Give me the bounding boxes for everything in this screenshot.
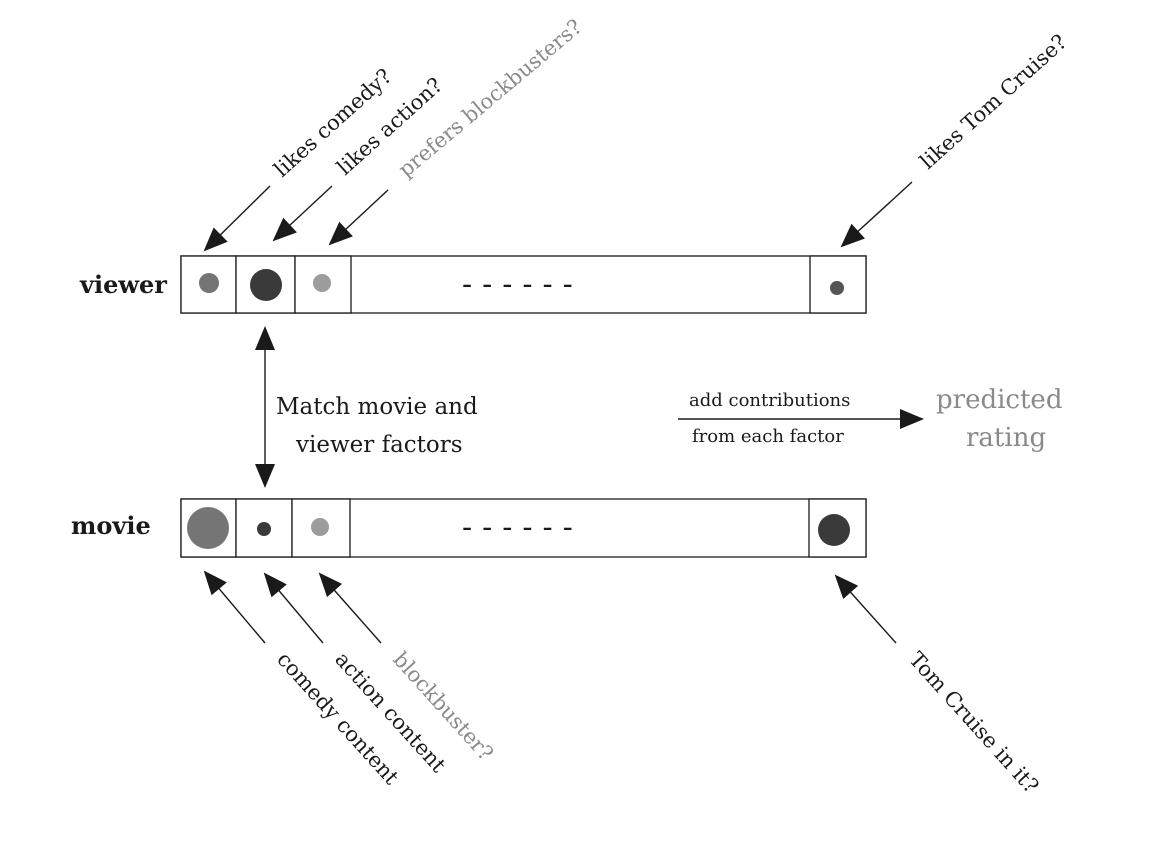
viewer-arrow-tom-cruise — [840, 181, 913, 248]
movie-ellipsis-dashes: ------ — [462, 510, 583, 545]
viewer-factor-dot-tom-cruise — [830, 281, 844, 295]
annotation-blockbuster: blockbuster? — [388, 647, 498, 765]
annotation-likes-tom-cruise: likes Tom Cruise? — [915, 30, 1071, 174]
viewer-factor-dot-comedy — [199, 273, 219, 293]
movie-arrow-tom-cruise — [834, 574, 897, 644]
movie-factor-dot-blockbuster — [311, 518, 329, 536]
match-text-line2: viewer factors — [295, 432, 463, 458]
movie-factor-dot-tom-cruise — [818, 514, 850, 546]
movie-arrow-blockbuster — [318, 572, 382, 644]
viewer-arrow-action — [272, 185, 333, 242]
contrib-text-line2: from each factor — [692, 426, 844, 447]
viewer-arrow-blockbuster — [328, 189, 389, 246]
movie-label: movie — [71, 511, 151, 540]
predicted-rating-line1: predicted — [936, 385, 1062, 415]
annotation-tom-cruise-in-it: Tom Cruise in it? — [904, 647, 1043, 798]
viewer-arrow-comedy — [203, 185, 271, 252]
contrib-text-line1: add contributions — [689, 390, 850, 411]
movie-arrow-comedy — [203, 570, 266, 644]
viewer-label: viewer — [79, 270, 167, 299]
viewer-ellipsis-dashes: ------ — [462, 267, 583, 302]
movie-factor-dot-action — [257, 522, 271, 536]
movie-arrow-action — [263, 572, 324, 644]
viewer-factor-dot-blockbuster — [313, 274, 331, 292]
movie-factor-vector: ------ — [180, 498, 867, 558]
movie-factor-dot-comedy — [187, 507, 229, 549]
match-text-line1: Match movie and — [276, 394, 478, 420]
viewer-factor-vector: ------ — [180, 255, 867, 314]
viewer-factor-dot-action — [250, 269, 282, 301]
predicted-rating-line2: rating — [966, 423, 1046, 453]
